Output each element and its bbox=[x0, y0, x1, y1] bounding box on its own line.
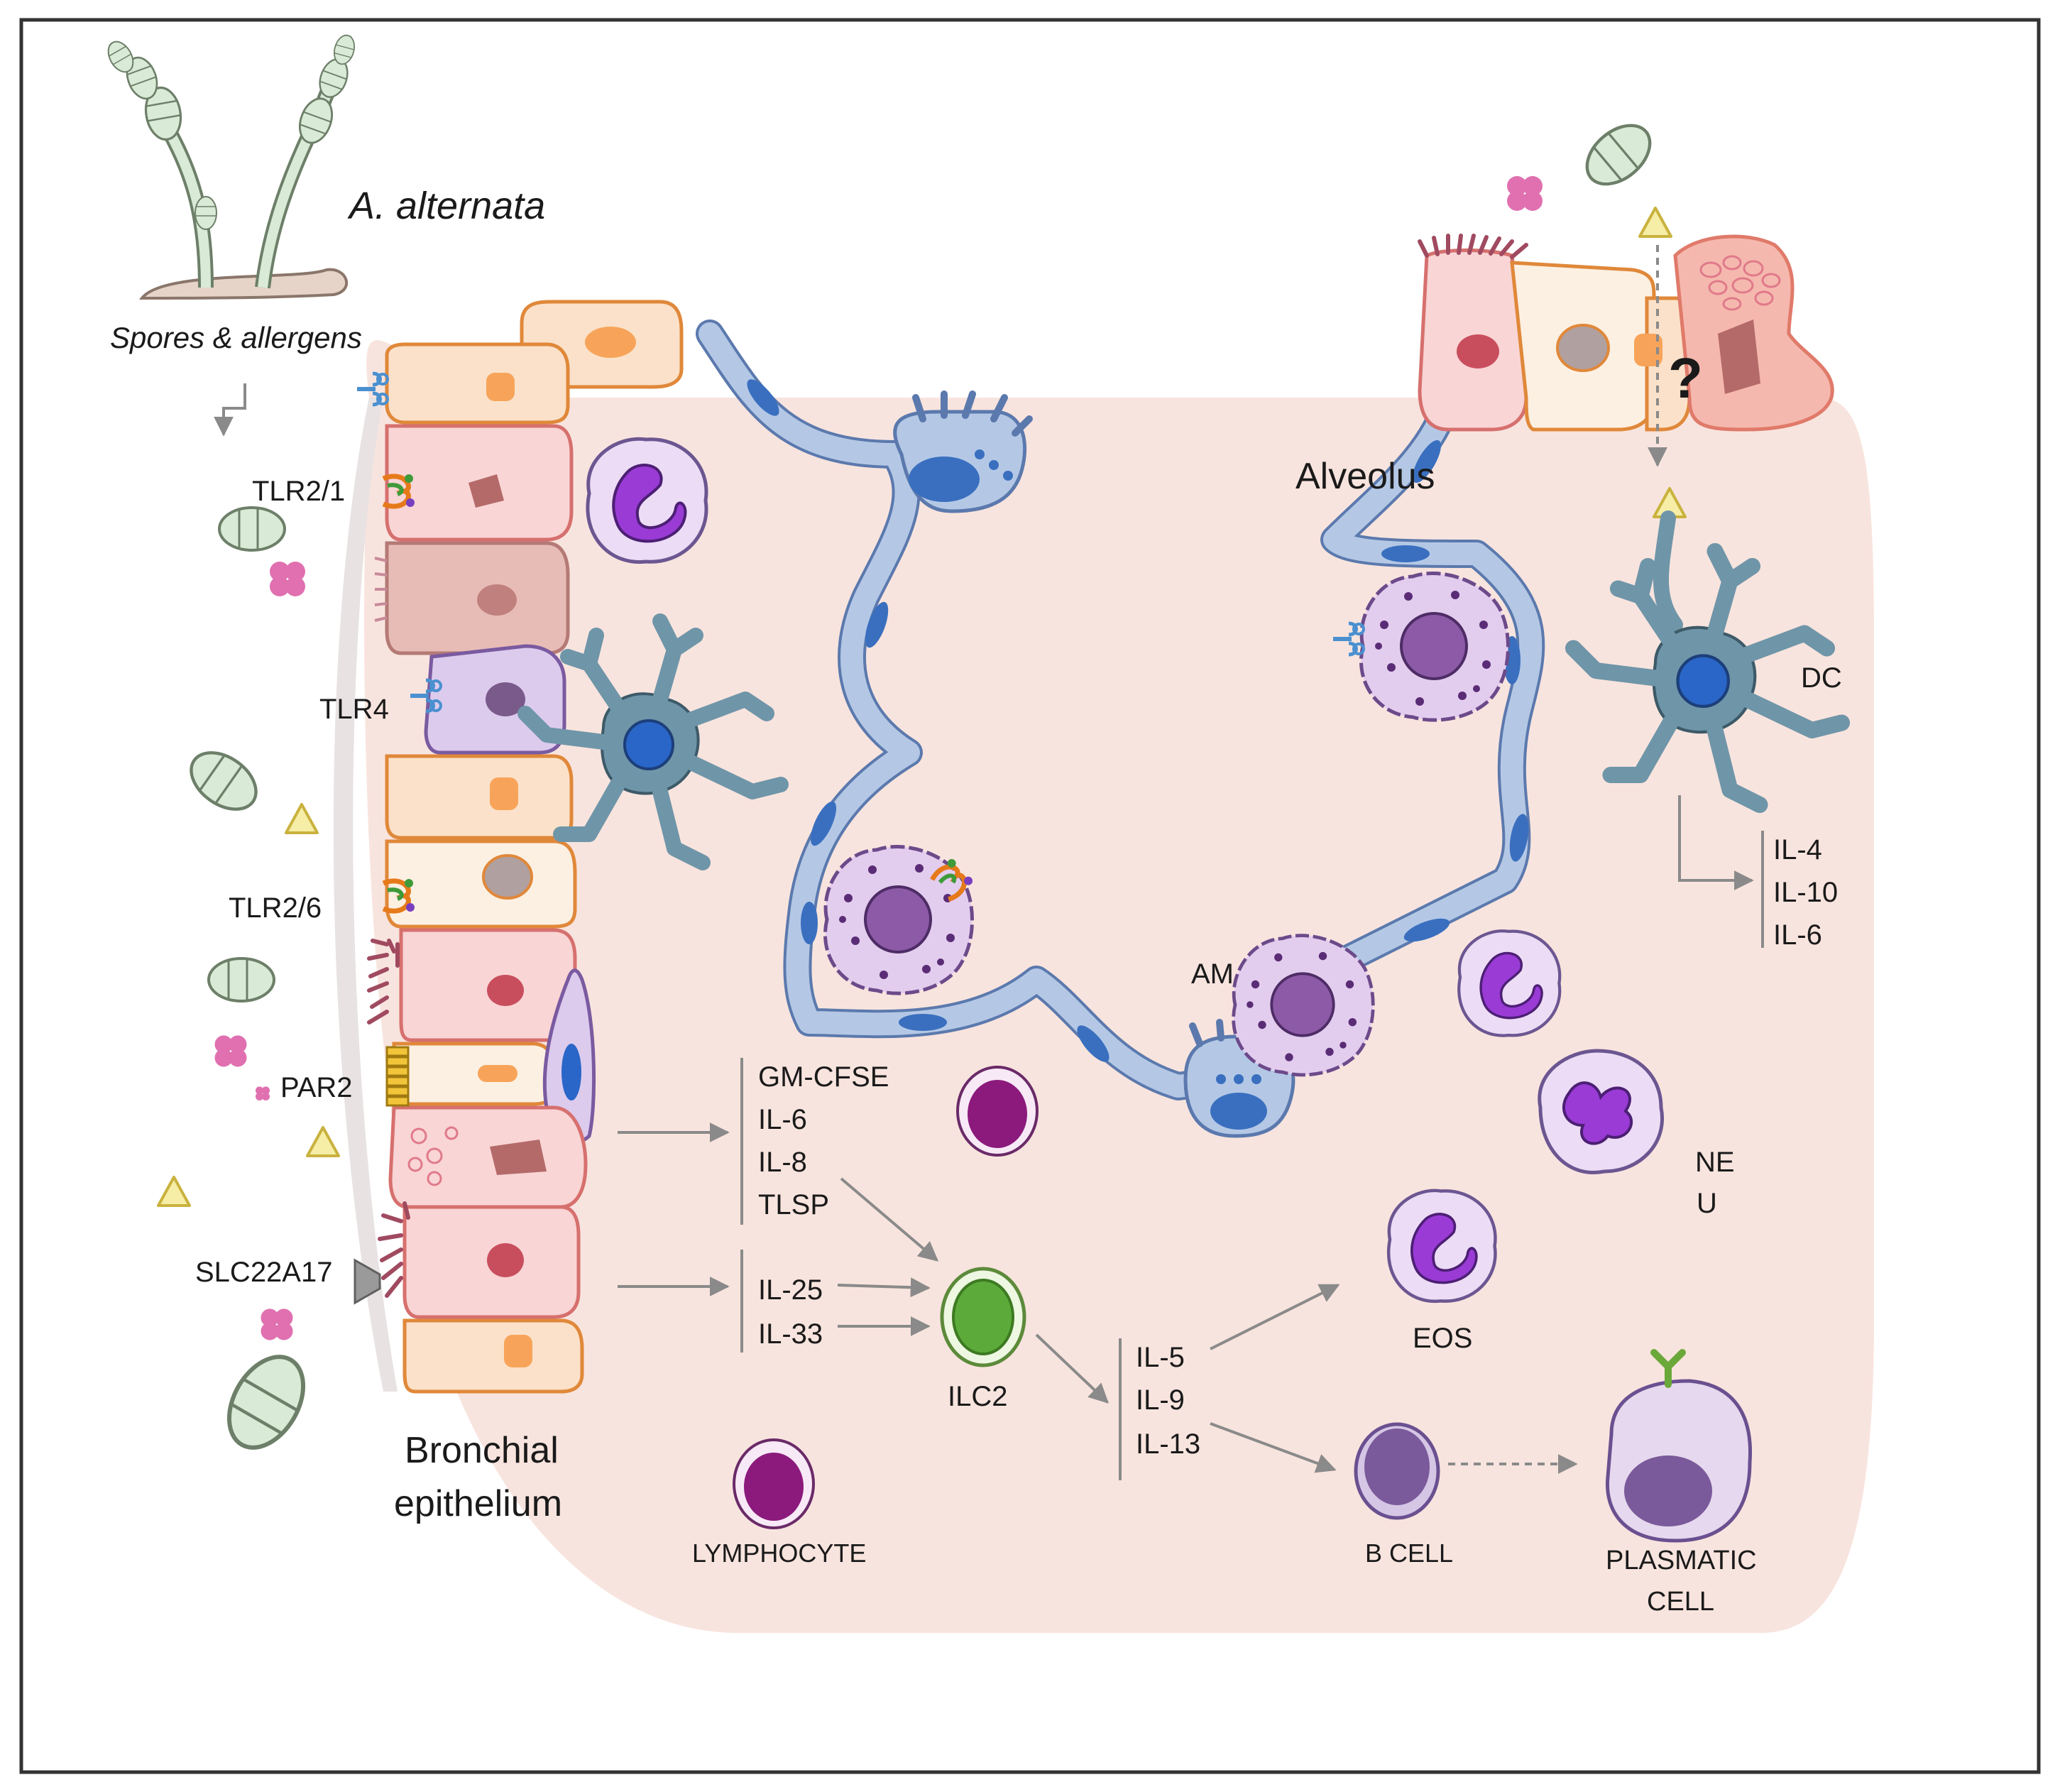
alveolar-macrophage-right bbox=[1361, 574, 1508, 721]
epithelial-cytokine-2: IL-8 bbox=[758, 1147, 807, 1178]
il13-to-bcell-arrow bbox=[1210, 1422, 1337, 1473]
bronchial-label-line1: Bronchial bbox=[405, 1430, 559, 1471]
ilc2-cytokine-0: IL-5 bbox=[1136, 1342, 1185, 1373]
ilc2-out-arrow bbox=[1035, 1333, 1110, 1404]
epithelial-cytokine-0: GM-CFSE bbox=[758, 1061, 889, 1093]
fungus-illustration bbox=[102, 32, 358, 300]
il25-to-ilc2-arrow bbox=[837, 1277, 931, 1298]
plasmatic-label-line2: CELL bbox=[1647, 1587, 1714, 1617]
am-label: AM bbox=[1191, 958, 1234, 990]
unknown-mark: ? bbox=[1668, 346, 1703, 410]
spores-allergens-label: Spores & allergens bbox=[110, 321, 362, 354]
tlr26-label: TLR2/6 bbox=[229, 892, 322, 924]
neu-label-line1: NE bbox=[1695, 1147, 1735, 1178]
plasmatic-cell bbox=[1605, 1349, 1753, 1543]
dc-cytokine-1: IL-10 bbox=[1773, 877, 1838, 908]
eos-label: EOS bbox=[1413, 1323, 1472, 1354]
il5-to-eos-arrow bbox=[1210, 1284, 1340, 1350]
epithelium-shadow bbox=[333, 398, 398, 1392]
upper-right-epithelium bbox=[1418, 234, 1834, 432]
alveolar-macrophage-bottom bbox=[1234, 936, 1374, 1075]
epithelial-cytokine-1: IL-6 bbox=[758, 1104, 807, 1135]
epithelial-to-ilc2-arrow bbox=[840, 1177, 939, 1262]
entry-arrow bbox=[214, 383, 246, 437]
alarmin-0: IL-25 bbox=[758, 1274, 823, 1306]
eosinophil bbox=[1388, 1191, 1495, 1301]
ilc2-cell bbox=[940, 1267, 1026, 1367]
neutrophil-right-2 bbox=[1538, 1049, 1664, 1174]
par2-label: PAR2 bbox=[280, 1072, 353, 1103]
tlr4-label: TLR4 bbox=[319, 694, 389, 725]
alveolus-label: Alveolus bbox=[1295, 456, 1435, 497]
neu-label-line2: U bbox=[1697, 1188, 1717, 1219]
ilc2-cytokine-2: IL-13 bbox=[1136, 1428, 1200, 1460]
dc-cytokine-arrow bbox=[1678, 795, 1754, 890]
organism-title: A. alternata bbox=[347, 185, 545, 227]
lymphocyte-upper bbox=[956, 1066, 1039, 1157]
lymphocyte-label: LYMPHOCYTE bbox=[692, 1539, 866, 1568]
neutrophil-right-1 bbox=[1459, 931, 1560, 1035]
epithelial-cytokine-3: TLSP bbox=[758, 1189, 829, 1220]
dc-cytokine-0: IL-4 bbox=[1773, 834, 1822, 865]
plasmatic-label-line1: PLASMATIC bbox=[1606, 1546, 1757, 1575]
dendritic-cell-right bbox=[1574, 510, 1842, 805]
b-cell-label: B CELL bbox=[1365, 1539, 1453, 1568]
lymphocyte-lower bbox=[733, 1438, 815, 1529]
ilc2-cytokine-1: IL-9 bbox=[1136, 1384, 1185, 1416]
tlr21-label: TLR2/1 bbox=[252, 476, 345, 507]
alarmin-1: IL-33 bbox=[758, 1318, 823, 1350]
b-cell bbox=[1354, 1422, 1440, 1520]
bronchial-label-line2: epithelium bbox=[394, 1483, 562, 1524]
dc-cytokine-2: IL-6 bbox=[1773, 919, 1822, 951]
slc22a17-label: SLC22A17 bbox=[195, 1257, 332, 1288]
ilc2-label: ILC2 bbox=[948, 1381, 1008, 1412]
dc-label: DC bbox=[1801, 662, 1842, 694]
neutrophil-airway bbox=[588, 439, 706, 562]
